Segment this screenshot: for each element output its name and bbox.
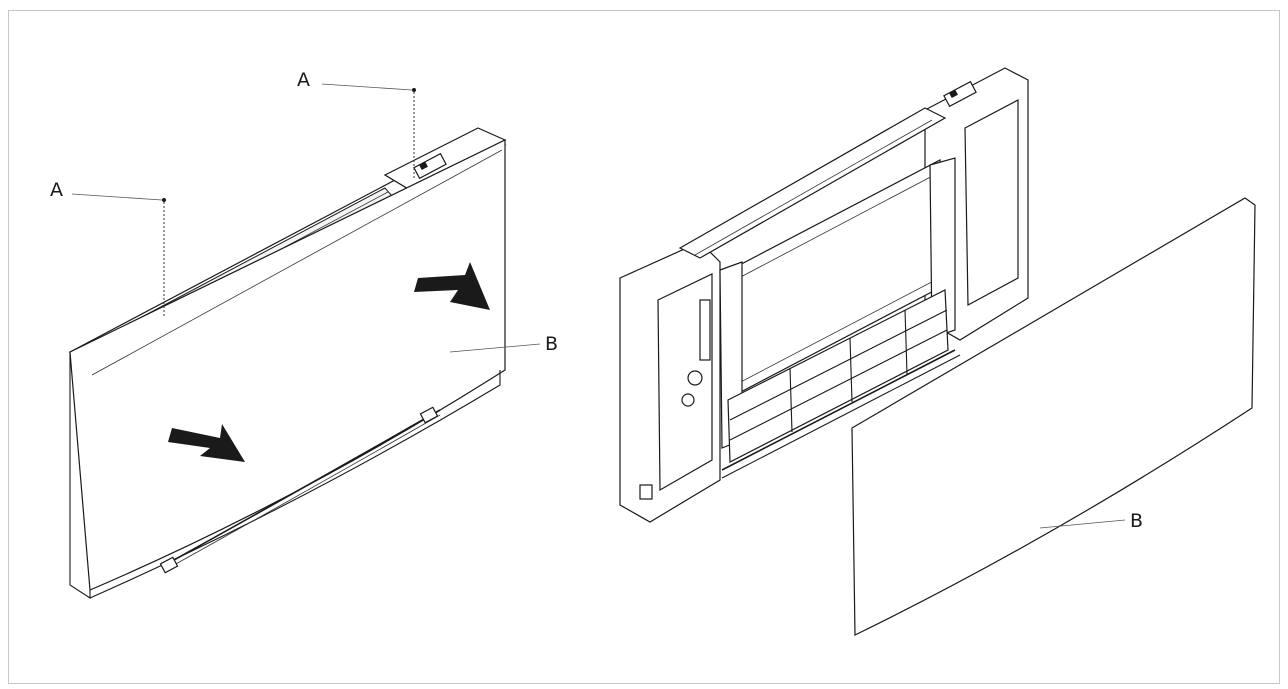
control-label-plate <box>413 152 447 180</box>
removed-front-panel <box>851 197 1256 636</box>
unit-closed <box>68 127 507 600</box>
top-rail <box>678 107 947 259</box>
pull-arrow-right <box>414 262 490 310</box>
fan-housings <box>727 289 949 463</box>
screw-a-left: A <box>50 179 166 318</box>
control-label-plate-open <box>943 80 977 108</box>
label-a-right: A <box>297 69 310 91</box>
screw-a-right: A <box>297 69 416 180</box>
motor-connector <box>687 370 703 386</box>
label-b-closed: B <box>545 333 558 355</box>
figure-frame <box>8 10 1280 684</box>
unit-open-frame <box>619 67 1029 523</box>
pull-arrow-left <box>168 424 245 462</box>
label-b-removed: B <box>1130 510 1143 532</box>
front-panel-closed <box>69 139 506 591</box>
label-a-left: A <box>50 179 63 201</box>
label-b-left-group: B <box>449 333 558 355</box>
front-panel-removed <box>851 197 1256 636</box>
label-b-right-group: B <box>1039 510 1143 532</box>
